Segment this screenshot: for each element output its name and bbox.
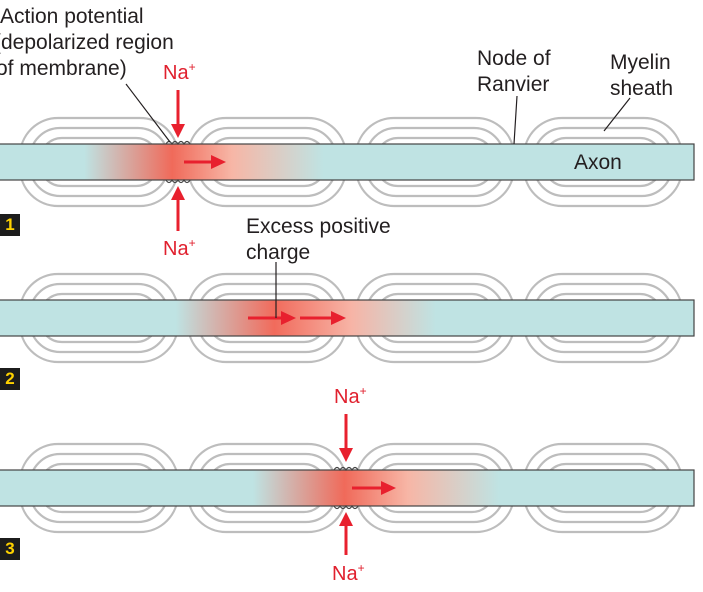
row-1-axon	[0, 143, 695, 181]
row-2-axon	[0, 299, 695, 337]
excess-positive-charge-label-line2: charge	[246, 241, 311, 264]
row-3-membrane-bulge-bottom	[333, 504, 359, 510]
row-1-membrane-bulge-top	[165, 140, 191, 146]
row-1-membrane-bulge-bottom	[165, 178, 191, 184]
node-of-ranvier-label-line1: Node of	[477, 47, 551, 70]
node-of-ranvier-label-line2: Ranvier	[477, 73, 550, 96]
step-1-badge: 1	[0, 214, 20, 236]
row-3-arrows	[339, 414, 396, 555]
row-3-membrane-bulge-top	[333, 466, 359, 472]
row-1-arrows	[171, 90, 226, 231]
step-3-badge: 3	[0, 538, 20, 560]
na-ion-label-row1-bottom: Na+	[163, 236, 196, 260]
row-1-leader-lines	[125, 83, 631, 145]
step-2-badge: 2	[0, 368, 20, 390]
na-ion-label-row1-top: Na+	[163, 60, 196, 84]
axon-label: Axon	[574, 151, 622, 174]
action-potential-label-line2: (depolarized region	[0, 31, 174, 54]
action-potential-label-line3: of membrane)	[0, 57, 127, 80]
row-2-arrows	[248, 311, 346, 325]
row-3-axon	[0, 469, 695, 507]
myelin-sheath-label-line2: sheath	[610, 77, 674, 100]
na-ion-label-row3-bottom: Na+	[332, 561, 365, 585]
excess-positive-charge-label-line1: Excess positive	[246, 215, 391, 238]
action-potential-label-line1: Action potential	[0, 5, 144, 28]
myelin-sheath-label-line1: Myelin	[610, 51, 671, 74]
na-ion-label-row3-top: Na+	[334, 384, 367, 408]
